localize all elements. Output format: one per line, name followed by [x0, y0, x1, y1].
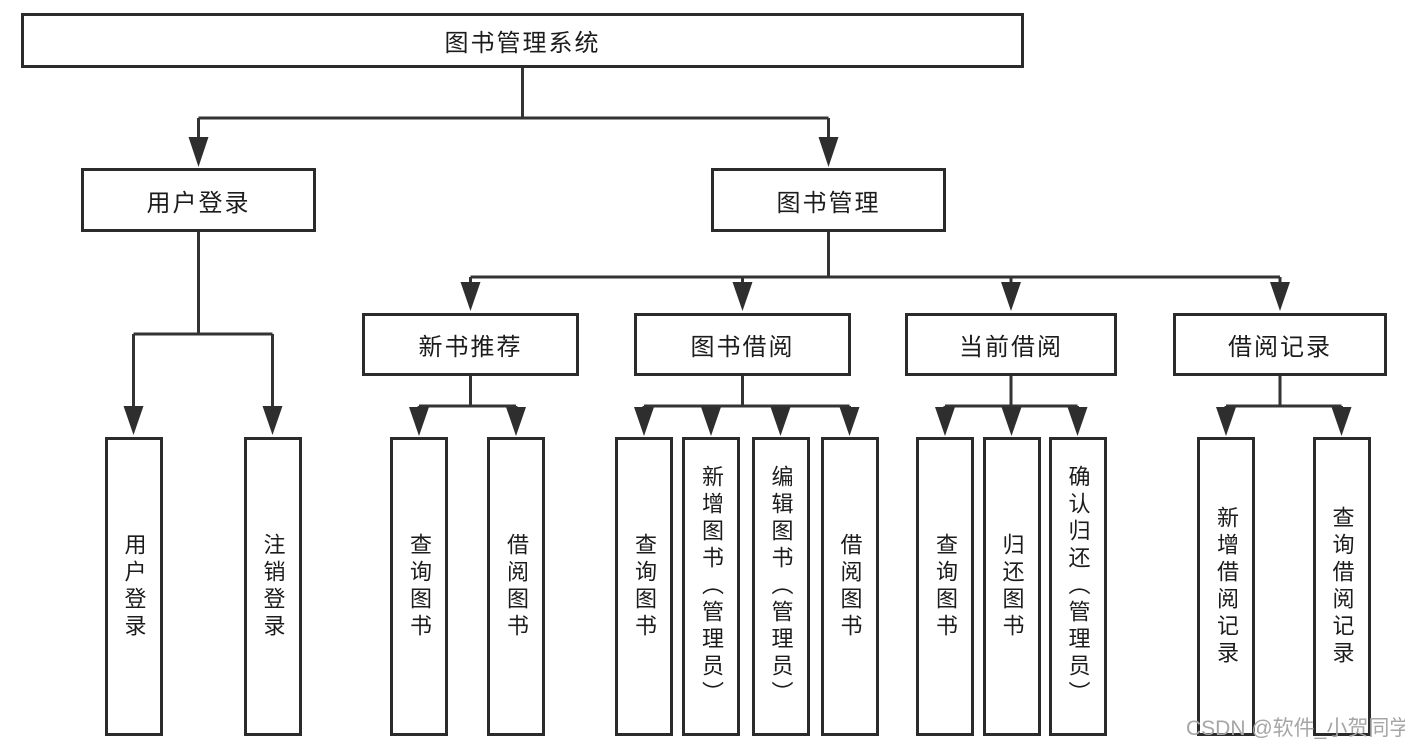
- leaf-logout: 注销登录: [243, 437, 302, 736]
- leaf-user-login: 用户登录: [104, 437, 163, 736]
- csdn-watermark: CSDN @软件_小贺同学: [1186, 717, 1405, 740]
- leaf-edit-book-admin-label: 编辑图书（管理员）: [768, 465, 794, 708]
- node-book-borrow: 图书借阅: [634, 313, 851, 376]
- leaf-borrow-books-2-label: 借阅图书: [837, 532, 863, 641]
- node-book-management: 图书管理: [711, 168, 946, 232]
- leaf-return-book-label: 归还图书: [999, 532, 1025, 641]
- leaf-add-borrow-record-label: 新增借阅记录: [1214, 505, 1239, 668]
- leaf-query-books-borrow: 查询图书: [615, 437, 673, 736]
- node-root-label: 图书管理系统: [444, 30, 601, 57]
- node-borrow-records: 借阅记录: [1173, 313, 1387, 376]
- leaf-logout-label: 注销登录: [260, 532, 286, 641]
- leaf-query-books-recommend: 查询图书: [390, 437, 448, 736]
- leaf-confirm-return-admin-label: 确认归还（管理员）: [1065, 465, 1091, 708]
- leaf-add-book-admin-label: 新增图书（管理员）: [699, 465, 724, 708]
- node-new-book-recommend: 新书推荐: [362, 313, 579, 376]
- leaf-borrow-books-recommend: 借阅图书: [487, 437, 545, 736]
- node-new-book-recommend-label: 新书推荐: [418, 334, 523, 361]
- node-user-login: 用户登录: [81, 168, 316, 232]
- leaf-query-borrow-record-label: 查询借阅记录: [1329, 505, 1355, 668]
- leaf-add-book-admin: 新增图书（管理员）: [682, 437, 740, 736]
- leaf-borrow-books-2: 借阅图书: [820, 437, 879, 736]
- leaf-edit-book-admin: 编辑图书（管理员）: [751, 437, 810, 736]
- leaf-borrow-books-recommend-label: 借阅图书: [504, 532, 529, 641]
- node-current-borrow: 当前借阅: [905, 313, 1117, 376]
- leaf-add-borrow-record: 新增借阅记录: [1197, 437, 1255, 736]
- node-root: 图书管理系统: [21, 13, 1024, 68]
- leaf-query-borrow-record: 查询借阅记录: [1312, 437, 1371, 736]
- leaf-return-book: 归还图书: [982, 437, 1041, 736]
- node-current-borrow-label: 当前借阅: [959, 334, 1063, 361]
- leaf-query-books-current: 查询图书: [916, 437, 974, 736]
- leaf-query-books-borrow-label: 查询图书: [632, 532, 657, 641]
- leaf-user-login-label: 用户登录: [121, 532, 147, 641]
- leaf-query-books-current-label: 查询图书: [933, 532, 958, 641]
- leaf-query-books-recommend-label: 查询图书: [407, 532, 432, 641]
- node-borrow-records-label: 借阅记录: [1228, 334, 1332, 361]
- node-book-management-label: 图书管理: [776, 189, 881, 217]
- node-user-login-label: 用户登录: [146, 189, 251, 217]
- leaf-confirm-return-admin: 确认归还（管理员）: [1048, 437, 1107, 736]
- node-book-borrow-label: 图书借阅: [690, 334, 795, 361]
